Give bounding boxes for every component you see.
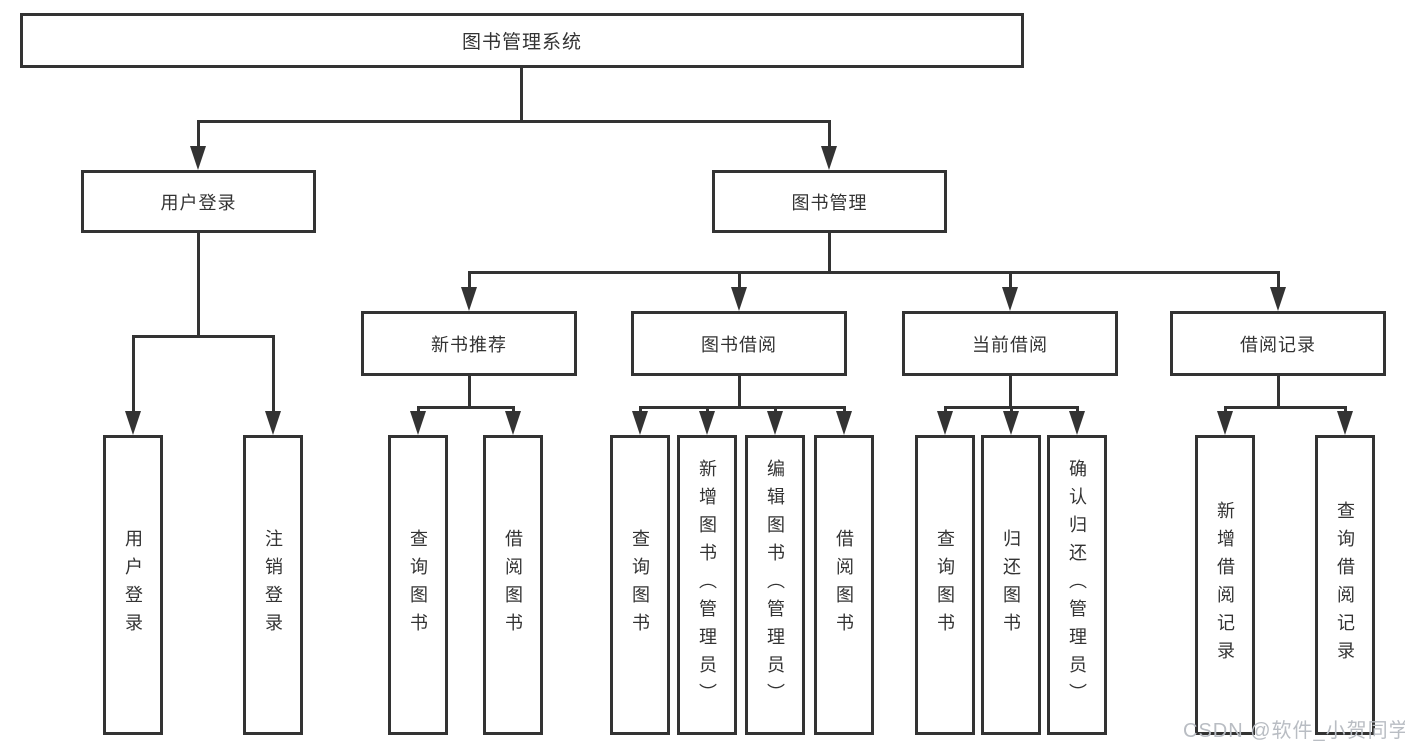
leaf-user-login: 用户登录 bbox=[103, 435, 163, 735]
leaf-label: 借阅图书 bbox=[503, 529, 523, 641]
leaf-label: 新增借阅记录 bbox=[1215, 501, 1235, 669]
arrow-down-icon bbox=[1270, 287, 1286, 311]
node-label: 借阅记录 bbox=[1240, 334, 1316, 355]
connector-stem bbox=[737, 376, 741, 408]
connector-drop bbox=[196, 120, 200, 152]
leaf-label: 编辑图书（管理员） bbox=[765, 459, 785, 711]
connector-book-mgmt-stem bbox=[827, 233, 831, 274]
node-user-login: 用户登录 bbox=[81, 170, 316, 233]
arrow-down-icon bbox=[767, 411, 783, 435]
node-label: 新书推荐 bbox=[431, 334, 507, 355]
leaf-label: 查询借阅记录 bbox=[1335, 501, 1355, 669]
arrow-down-icon bbox=[731, 287, 747, 311]
arrow-down-icon bbox=[937, 411, 953, 435]
leaf-borrow-books: 借阅图书 bbox=[814, 435, 874, 735]
arrow-down-icon bbox=[1337, 411, 1353, 435]
connector-level2-branch bbox=[196, 120, 831, 123]
node-root: 图书管理系统 bbox=[20, 13, 1024, 68]
leaf-label: 注销登录 bbox=[263, 529, 283, 641]
leaf-query-books-recommend: 查询图书 bbox=[388, 435, 448, 735]
leaf-label: 新增图书（管理员） bbox=[697, 459, 717, 711]
arrow-down-icon bbox=[1217, 411, 1233, 435]
node-label: 当前借阅 bbox=[972, 334, 1048, 355]
leaf-label: 借阅图书 bbox=[834, 529, 854, 641]
node-label: 用户登录 bbox=[160, 192, 237, 213]
node-borrow-records: 借阅记录 bbox=[1170, 311, 1386, 376]
connector-drop bbox=[827, 120, 831, 152]
arrow-down-icon bbox=[410, 411, 426, 435]
node-new-book-recommend: 新书推荐 bbox=[361, 311, 577, 376]
arrow-down-icon bbox=[1002, 287, 1018, 311]
arrow-down-icon bbox=[699, 411, 715, 435]
connector-drop bbox=[467, 271, 471, 292]
node-label: 图书管理 bbox=[791, 192, 868, 213]
node-root-label: 图书管理系统 bbox=[461, 32, 582, 53]
connector-drop bbox=[271, 335, 275, 416]
arrow-down-icon bbox=[836, 411, 852, 435]
arrow-down-icon bbox=[821, 146, 837, 170]
leaf-borrow-books-recommend: 借阅图书 bbox=[483, 435, 543, 735]
leaf-edit-books-admin: 编辑图书（管理员） bbox=[745, 435, 805, 735]
leaf-label: 确认归还（管理员） bbox=[1067, 459, 1087, 711]
connector-stem bbox=[1276, 376, 1280, 408]
connector-branch bbox=[416, 406, 515, 409]
arrow-down-icon bbox=[125, 411, 141, 435]
connector-drop bbox=[1276, 271, 1280, 292]
arrow-down-icon bbox=[190, 146, 206, 170]
connector-stem bbox=[467, 376, 471, 408]
connector-drop bbox=[131, 335, 135, 416]
leaf-add-books-admin: 新增图书（管理员） bbox=[677, 435, 737, 735]
connector-drop bbox=[737, 271, 741, 292]
connector-root-stem bbox=[519, 68, 523, 122]
leaf-label: 归还图书 bbox=[1001, 529, 1021, 641]
connector-level3-branch bbox=[467, 271, 1280, 274]
connector-user-login-stem bbox=[196, 233, 200, 338]
connector-user-login-branch bbox=[131, 335, 275, 338]
leaf-label: 用户登录 bbox=[123, 529, 143, 641]
arrow-down-icon bbox=[461, 287, 477, 311]
leaf-label: 查询图书 bbox=[935, 529, 955, 641]
leaf-query-books-current: 查询图书 bbox=[915, 435, 975, 735]
arrow-down-icon bbox=[1069, 411, 1085, 435]
csdn-watermark: CSDN @软件_小贺同学 bbox=[1183, 720, 1405, 742]
node-current-borrow: 当前借阅 bbox=[902, 311, 1118, 376]
arrow-down-icon bbox=[505, 411, 521, 435]
leaf-confirm-return-admin: 确认归还（管理员） bbox=[1047, 435, 1107, 735]
leaf-query-books-borrow: 查询图书 bbox=[610, 435, 670, 735]
connector-stem bbox=[1008, 376, 1012, 408]
leaf-logout: 注销登录 bbox=[243, 435, 303, 735]
node-book-management: 图书管理 bbox=[712, 170, 947, 233]
leaf-return-books: 归还图书 bbox=[981, 435, 1041, 735]
leaf-label: 查询图书 bbox=[630, 529, 650, 641]
arrow-down-icon bbox=[632, 411, 648, 435]
leaf-query-borrow-record: 查询借阅记录 bbox=[1315, 435, 1375, 735]
node-label: 图书借阅 bbox=[701, 334, 777, 355]
leaf-add-borrow-record: 新增借阅记录 bbox=[1195, 435, 1255, 735]
arrow-down-icon bbox=[265, 411, 281, 435]
connector-branch bbox=[638, 406, 846, 409]
connector-branch bbox=[1223, 406, 1347, 409]
leaf-label: 查询图书 bbox=[408, 529, 428, 641]
connector-drop bbox=[1008, 271, 1012, 292]
arrow-down-icon bbox=[1003, 411, 1019, 435]
node-book-borrow: 图书借阅 bbox=[631, 311, 847, 376]
